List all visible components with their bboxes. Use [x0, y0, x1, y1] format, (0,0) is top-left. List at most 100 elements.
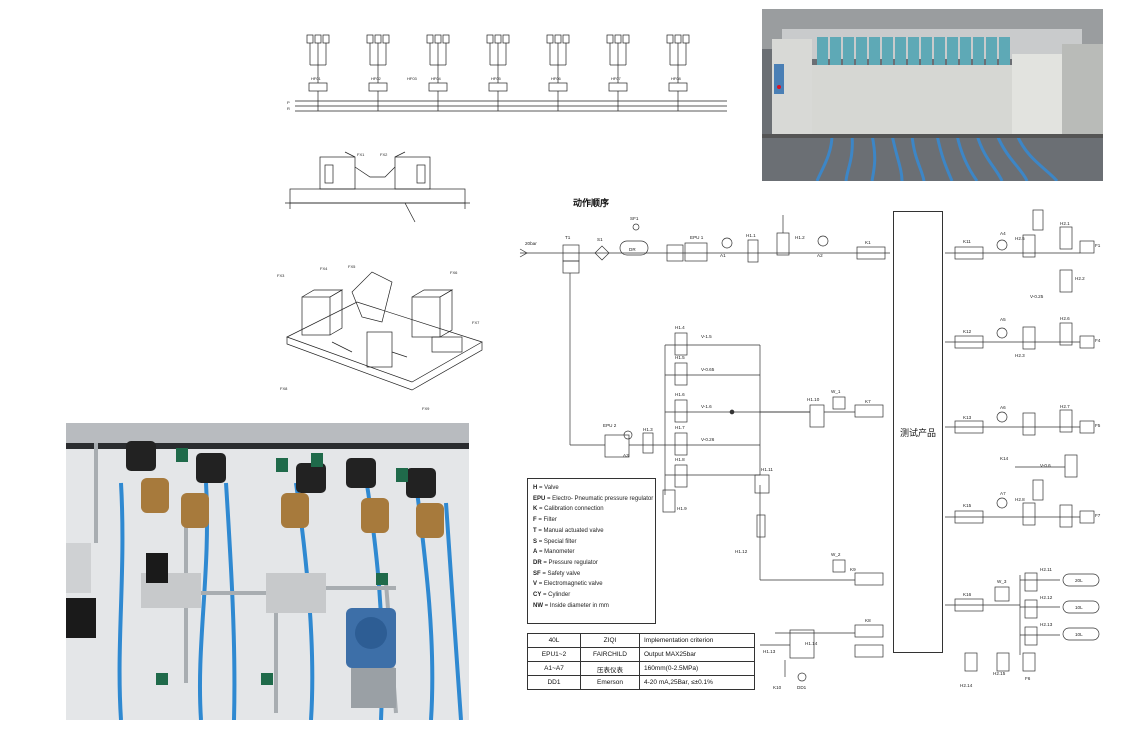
component-tag: S1 — [597, 237, 603, 242]
symbol-legend: H = Valve EPU = Electro- Pneumatic press… — [527, 478, 656, 624]
component-tag: V-0.25 — [1030, 294, 1044, 299]
component-tag: F5 — [1095, 423, 1101, 428]
valve-tag: HF04 — [431, 76, 442, 81]
fixture-label: FX8 — [280, 386, 288, 391]
component-tag: A3 — [623, 453, 629, 458]
table-cell: A1~A7 — [527, 661, 581, 676]
table-cell: FAIRCHILD — [580, 647, 640, 662]
component-tag: V-1.6 — [701, 404, 712, 409]
schematic-title: 动作顺序 — [573, 198, 610, 208]
valve-panel-photo — [66, 423, 469, 720]
component-tag: H1.4 — [675, 325, 685, 330]
fixture-label: FX2 — [380, 152, 388, 157]
test-product-box: 测试产品 — [893, 211, 943, 653]
table-row: 40L ZIQI Implementation criterion — [527, 633, 755, 648]
component-tag: H2.5 — [1015, 236, 1025, 241]
table-cell: ZIQI — [580, 633, 640, 648]
legend-item: SF = Safety valve — [533, 570, 581, 577]
component-tag: K13 — [963, 415, 972, 420]
valve-tag: HF02 — [371, 76, 382, 81]
component-tag: H2.7 — [1060, 404, 1070, 409]
component-tag: A7 — [1000, 491, 1006, 496]
component-tag: A1 — [720, 253, 726, 258]
component-tag: H2.6 — [1060, 316, 1070, 321]
table-cell: 40L — [527, 633, 581, 648]
valve-tag: HF01 — [311, 76, 322, 81]
table-cell: 160mm(0-2.5MPa) — [639, 661, 755, 676]
component-tag: K1 — [865, 240, 871, 245]
component-tag: K11 — [963, 239, 971, 244]
component-tag: T1 — [565, 235, 571, 240]
component-tag: 10L — [1075, 605, 1083, 610]
legend-item: A = Manometer — [533, 549, 575, 556]
component-tag: H1.9 — [677, 506, 687, 511]
fixture-front-view-drawing: FX1 FX2 — [285, 151, 470, 223]
fixture-label: FX5 — [348, 264, 356, 269]
component-tag: 20bar — [525, 241, 537, 246]
component-tag: K15 — [963, 503, 972, 508]
table-cell: DD1 — [527, 675, 581, 690]
component-tag: SF1 — [630, 216, 639, 221]
component-tag: 20L — [1075, 578, 1083, 583]
table-cell: Implementation criterion — [639, 633, 755, 648]
valve-tag: HF05 — [491, 76, 502, 81]
fixture-label: FX6 — [450, 270, 458, 275]
component-tag: 10L — [1075, 632, 1083, 637]
supply-line-label-r: R — [287, 106, 290, 111]
table-row: DD1 Emerson 4-20 mA,25Bar, ≤±0.1% — [527, 675, 755, 690]
component-tag: H2.3 — [1015, 353, 1025, 358]
fixture-isometric-drawing: FX3 FX4 FX5 FX6 FX7 FX8 FX9 — [277, 264, 483, 411]
specification-table: 40L ZIQI Implementation criterion EPU1~2… — [527, 633, 755, 690]
valve-tag: HF06 — [551, 76, 562, 81]
component-tag: H2.8 — [1015, 497, 1025, 502]
component-tag: H1.14 — [805, 641, 818, 646]
component-tag: H1.8 — [675, 457, 685, 462]
component-tag: K8 — [865, 618, 871, 623]
component-tag: H1.5 — [675, 355, 685, 360]
component-tag: K9 — [850, 567, 856, 572]
valve-tag: HF08 — [671, 76, 682, 81]
fixture-label: FX3 — [277, 273, 285, 278]
component-tag: V-0.26 — [701, 437, 715, 442]
valve-terminal-photo — [762, 9, 1103, 181]
component-tag: A5 — [1000, 317, 1006, 322]
component-tag: K12 — [963, 329, 972, 334]
component-tag: H1.7 — [675, 425, 685, 430]
component-tag: EPU 1 — [690, 235, 704, 240]
legend-item: NW = Inside diameter in mm — [533, 602, 609, 609]
test-product-label: 测试产品 — [899, 427, 936, 438]
component-tag: H2.14 — [960, 683, 973, 688]
component-tag: V-0.6 — [1040, 463, 1051, 468]
table-cell: 压表仪表 — [580, 661, 640, 676]
valve-tag: HF07 — [611, 76, 622, 81]
legend-item: EPU = Electro- Pneumatic pressure regula… — [533, 495, 654, 502]
table-cell: EPU1~2 — [527, 647, 581, 662]
legend-item: S = Special filter — [533, 538, 577, 545]
component-tag: EPU 2 — [603, 423, 617, 428]
table-row: A1~A7 压表仪表 160mm(0-2.5MPa) — [527, 661, 755, 676]
component-tag: K10 — [773, 685, 782, 690]
valve-tag: HF03 — [407, 76, 418, 81]
table-cell: Emerson — [580, 675, 640, 690]
legend-item: T = Manual actuated valve — [533, 527, 604, 534]
component-tag: F1 — [1095, 243, 1101, 248]
component-tag: V-0.65 — [701, 367, 715, 372]
component-tag: W_1 — [831, 389, 841, 394]
component-tag: K16 — [963, 592, 972, 597]
component-tag: H2.13 — [1040, 622, 1053, 627]
component-tag: W_2 — [831, 552, 841, 557]
component-tag: H1.6 — [675, 392, 685, 397]
component-tag: F6 — [1025, 676, 1031, 681]
component-tag: H1.13 — [763, 649, 776, 654]
component-tag: DR — [629, 247, 636, 252]
component-tag: K7 — [865, 399, 871, 404]
component-tag: F4 — [1095, 338, 1101, 343]
fixture-label: FX9 — [422, 406, 430, 411]
legend-item: V = Electromagnetic valve — [533, 581, 603, 588]
component-tag: A4 — [1000, 231, 1006, 236]
fixture-label: FX4 — [320, 266, 328, 271]
table-cell: 4-20 mA,25Bar, ≤±0.1% — [639, 675, 755, 690]
component-tag: H1.3 — [643, 427, 653, 432]
fixture-label: FX7 — [472, 320, 480, 325]
legend-item: DR = Pressure regulator — [533, 559, 598, 566]
